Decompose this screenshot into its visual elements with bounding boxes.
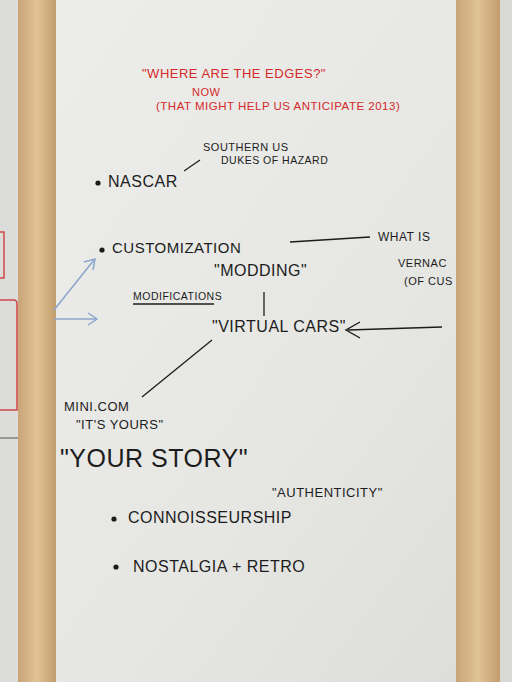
note-text: "IT'S YOURS": [76, 418, 164, 433]
bullet-dot: [113, 564, 118, 569]
topic-text: CUSTOMIZATION: [112, 239, 241, 256]
wood-frame: [18, 0, 56, 682]
topic-text: CONNOISSEURSHIP: [128, 509, 292, 527]
arrow-head: [346, 322, 360, 338]
heading-note: "WHERE ARE THE EDGES?": [142, 67, 326, 82]
side-mark: [0, 438, 18, 439]
heading-note: NOW: [192, 86, 220, 99]
note-text: SOUTHERN US: [203, 141, 289, 154]
side-mark: [0, 300, 17, 410]
leader-line: [290, 237, 370, 242]
side-board: [500, 0, 512, 682]
leader-line: [263, 292, 264, 316]
arrow-head: [84, 259, 95, 270]
note-text: MODIFICATIONS: [133, 290, 222, 302]
arrow-head: [88, 313, 97, 325]
note-text: DUKES OF HAZARD: [221, 154, 328, 166]
bullet-dot: [95, 180, 100, 185]
leader-line: [184, 160, 200, 171]
underline: [133, 303, 214, 304]
arrow-line: [348, 327, 442, 330]
note-text: VERNAC: [398, 257, 447, 270]
side-board: [0, 0, 18, 682]
note-text: MINI.COM: [64, 400, 129, 415]
arrow-line: [54, 318, 96, 320]
side-mark: [0, 232, 4, 278]
wood-frame: [456, 0, 500, 682]
bullet-dot: [111, 516, 116, 521]
bullet-dot: [99, 247, 104, 252]
topic-text: "VIRTUAL CARS": [212, 318, 346, 336]
topic-text: NASCAR: [108, 173, 178, 191]
topic-text: "YOUR STORY": [60, 444, 248, 473]
topic-text: "MODDING": [214, 262, 307, 280]
heading-note: (THAT MIGHT HELP US ANTICIPATE 2013): [156, 100, 400, 113]
note-text: (OF CUS: [404, 275, 453, 288]
note-text: WHAT IS: [378, 231, 430, 245]
note-text: "AUTHENTICITY": [272, 486, 383, 501]
leader-line: [142, 340, 212, 397]
arrow-line: [54, 260, 94, 310]
topic-text: NOSTALGIA + RETRO: [133, 558, 305, 576]
